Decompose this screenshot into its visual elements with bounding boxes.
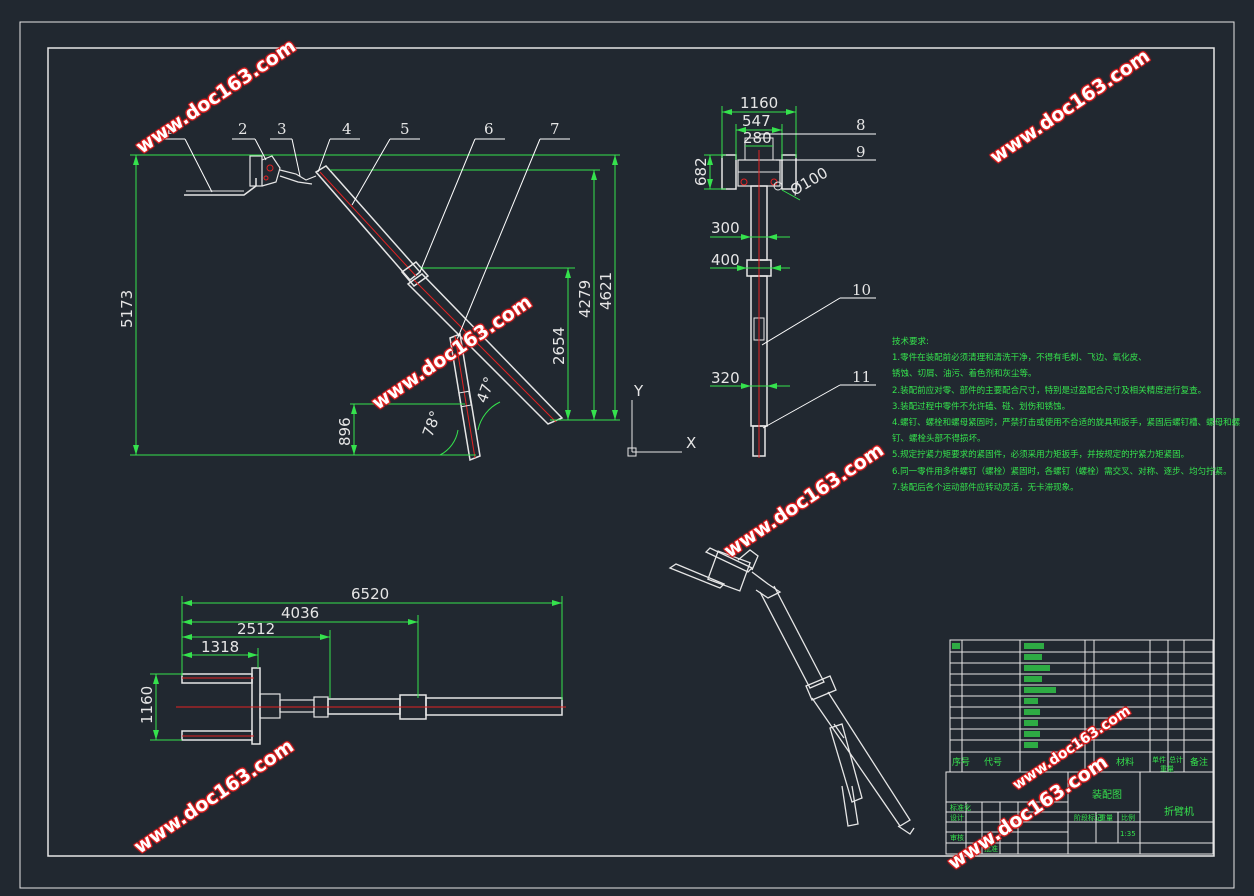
pin-hole: [263, 175, 269, 181]
check-label: 审核: [950, 833, 964, 842]
boom-lower: [406, 273, 564, 425]
boom-lower-centerline: [413, 279, 557, 423]
fork-tine: [184, 178, 257, 196]
header-material: 材料: [1116, 756, 1134, 768]
header-weight-total: 总计: [1169, 755, 1183, 764]
dim-547: 547: [742, 112, 771, 130]
tech-note-line: 5.规定拧紧力矩要求的紧固件，必须采用力矩扳手，并按规定的拧紧力矩紧固。: [892, 450, 1190, 461]
front-view: 1160 547 280 682 Ø100 300 400 320 8 9 10…: [692, 94, 876, 458]
dim-2654: 2654: [550, 327, 568, 365]
dim-896: 896: [336, 417, 354, 446]
link-top: [279, 699, 315, 713]
dim-angle-78: 78°: [419, 408, 445, 439]
strut-joint: [458, 390, 472, 408]
fork-carriage-top: [251, 667, 261, 745]
parts-list-table: [945, 639, 1214, 855]
tech-note-line: 7.装配后各个运动部件应转动灵活，无卡滞现象。: [892, 482, 1079, 493]
dim-682: 682: [692, 157, 710, 186]
support-strut: [449, 332, 481, 462]
ucs-y-label: Y: [633, 382, 644, 400]
parts-list-fill: [952, 643, 1056, 748]
weight-label: 重量: [1099, 814, 1113, 822]
fork-bracket: [261, 155, 281, 187]
side-view: 5173 4621 4279 2654 896 78° 47° 1 2 3 4 …: [118, 120, 620, 462]
header-seq: 序号: [952, 756, 970, 768]
dim-320: 320: [711, 369, 740, 387]
ucs-x-label: X: [686, 434, 696, 452]
part-number-10: 10: [852, 281, 871, 299]
part-number-5: 5: [400, 120, 410, 138]
drawing-name: 装配图: [1092, 788, 1122, 801]
header-code: 代号: [984, 757, 1002, 768]
title-block-text: 序号 代号 材料 单件 总计 重量 备注 装配图 折臂机 阶段标记 重量 比例 …: [950, 755, 1208, 853]
tech-note-line: 钉、螺栓头部不得损坏。: [892, 434, 986, 445]
dim-4036: 4036: [281, 604, 319, 622]
header-weight: 重量: [1160, 765, 1174, 773]
fork-right: [781, 154, 797, 190]
stage-mark-label: 阶段标记: [1074, 813, 1102, 822]
dim-300: 300: [711, 219, 740, 237]
head-block: [259, 693, 281, 719]
pin-hole: [266, 164, 274, 172]
technical-requirements: 技术要求: 1.零件在装配前必须清理和清洗干净，不得有毛刺、飞边、氧化皮、 锈蚀…: [892, 334, 1241, 496]
link-arm: [279, 169, 317, 181]
part-number-7: 7: [550, 120, 560, 138]
ucs-icon: Y X: [627, 382, 696, 457]
scale-label: 比例: [1121, 813, 1135, 822]
tech-note-line: 2.装配前应对零、部件的主要配合尺寸，特别是过盈配合尺寸及相关精度进行复查。: [892, 385, 1207, 396]
part-number-6: 6: [484, 120, 494, 138]
header-notes: 备注: [1190, 756, 1208, 768]
tech-note-line: 锈蚀、切屑、油污、着色剂和灰尘等。: [892, 369, 1037, 380]
dim-angle-47: 47°: [473, 374, 499, 405]
approve-label: 批准: [984, 844, 998, 853]
dim-6520: 6520: [351, 585, 389, 603]
isometric-view: [668, 547, 915, 835]
standardized-label: 标准化: [950, 803, 971, 812]
pin-hole-dia100: [773, 181, 783, 191]
dim-1160-top: 1160: [138, 686, 156, 724]
dim-400: 400: [711, 251, 740, 269]
tech-note-line: 6.同一零件用多件螺钉（螺栓）紧固时，各螺钉（螺栓）需交叉、对称、逐步、均匀拧紧…: [892, 466, 1232, 477]
part-number-8: 8: [856, 116, 866, 134]
dim-2512: 2512: [237, 620, 275, 638]
dim-5173: 5173: [118, 290, 136, 328]
part-number-11: 11: [852, 368, 871, 386]
fork-carriage: [249, 155, 263, 187]
part-number-9: 9: [856, 143, 866, 161]
scale-value: 1:35: [1120, 830, 1136, 838]
inner-frame: [47, 47, 1215, 857]
link-arm-lower: [279, 175, 313, 185]
boom-centerline: [319, 171, 417, 277]
company-name: 折臂机: [1164, 805, 1194, 818]
design-label: 设计: [950, 813, 964, 822]
tech-note-line: 1.零件在装配前必须清理和清洗干净，不得有毛刺、飞边、氧化皮、: [892, 353, 1147, 364]
part-number-4: 4: [342, 120, 352, 138]
tech-note-line: 4.螺钉、螺栓和螺母紧固时，严禁打击或使用不合适的旋具和扳手，紧固后螺钉槽、螺母…: [892, 418, 1241, 429]
dim-280: 280: [743, 129, 772, 147]
strut-centerline: [454, 335, 476, 459]
tech-notes-title: 技术要求:: [892, 337, 929, 347]
bolt-hole: [740, 178, 748, 186]
fork-left: [721, 154, 737, 190]
part-number-3: 3: [277, 120, 287, 138]
dim-1318: 1318: [201, 638, 239, 656]
top-view: 6520 4036 2512 1318 1160: [138, 585, 566, 745]
part-number-1: 1: [164, 120, 174, 138]
header-weight-single: 单件: [1152, 755, 1166, 764]
outer-frame: [19, 21, 1235, 889]
tech-note-line: 3.装配过程中零件不允许磕、碰、划伤和锈蚀。: [892, 401, 1071, 412]
dim-dia100: Ø100: [787, 164, 831, 200]
part-number-2: 2: [238, 120, 248, 138]
dim-1160-front: 1160: [740, 94, 778, 112]
dim-4279: 4279: [576, 280, 594, 318]
boom-sleeve: [400, 260, 430, 288]
dim-4621: 4621: [597, 272, 615, 310]
